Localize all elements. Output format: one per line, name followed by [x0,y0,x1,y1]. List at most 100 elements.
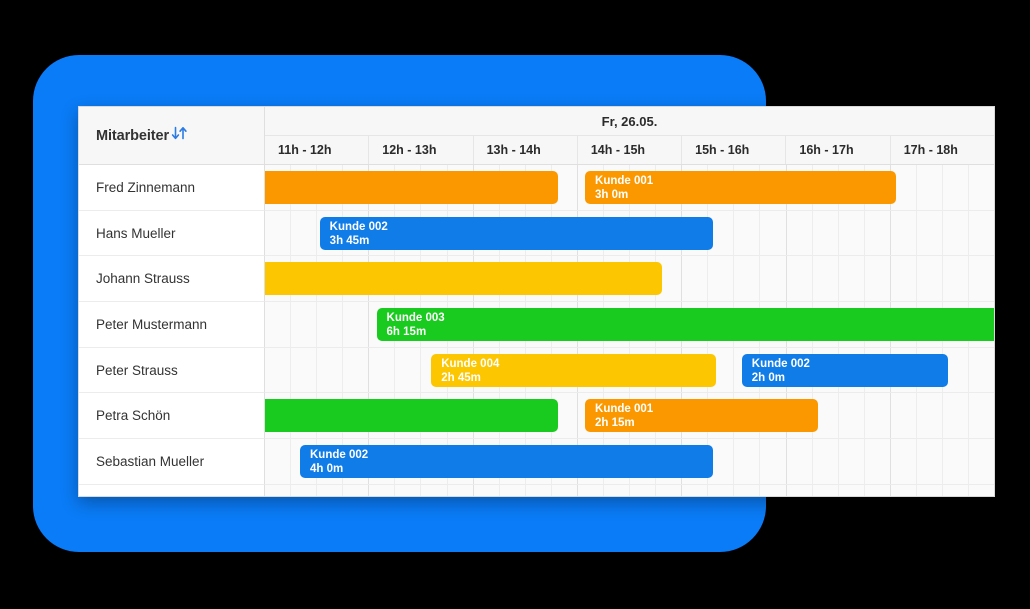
grid-cell [317,347,344,393]
grid-cell [969,165,994,210]
bar-customer-label: Kunde 004 [441,357,500,370]
grid-cell [891,393,917,439]
schedule-bar[interactable] [265,171,559,204]
grid-cell [865,439,891,484]
grid-cell [917,165,944,210]
grid-cell [265,347,292,393]
grid-cell [943,165,970,210]
employee-column-header[interactable]: Mitarbeiter [79,107,265,165]
grid-cell [969,348,994,393]
bar-customer-label: Kunde 002 [309,449,369,462]
bar-duration-label: 2h 45m [441,371,481,384]
grid-cell [421,484,448,496]
hour-header-cell: 16h - 17h [786,136,891,164]
employee-name-cell[interactable]: Petra Schön [79,393,265,440]
grid-cell [891,484,917,496]
grid-cell [734,439,761,484]
grid-cell [526,484,552,496]
grid-cell [448,484,474,496]
grid-cell [943,484,970,496]
grid-cell [265,210,292,256]
grid-cell [682,256,709,302]
grid-cell [265,484,292,496]
grid-cell [917,484,944,496]
grid-cell [891,256,917,302]
grid-cell [839,256,865,302]
timeline-track[interactable]: Kunde 001 3h 0m [265,165,994,211]
grid-cell [474,484,500,496]
grid-cell [395,484,422,496]
grid-cell [656,484,683,496]
grid-cell [787,484,813,496]
grid-cell [865,210,891,256]
grid-cell [969,256,994,301]
grid-cell [369,347,396,393]
grid-cell [787,210,813,256]
table-row: Johann Strauss [79,256,994,303]
employee-name-cell[interactable]: Sebastian Mueller [79,439,265,485]
grid-cell [943,256,970,302]
bar-customer-label: Kunde 001 [595,403,654,416]
grid-cell [708,484,735,496]
grid-cell [734,256,761,302]
grid-cell [395,347,422,393]
bar-customer-label: Kunde 002 [751,357,810,370]
schedule-bar[interactable] [265,262,663,296]
grid-cell [760,484,787,496]
grid-cell [369,484,396,496]
hour-header-cell: 13h - 14h [474,136,578,164]
employee-column-label: Mitarbeiter [96,127,170,144]
bar-customer-label: Kunde 001 [595,175,654,187]
bar-duration-label: 3h 0m [595,189,629,201]
employee-name-cell[interactable]: Fred Zinnemann [79,165,265,211]
employee-name-cell[interactable]: Johann Strauss [79,256,265,303]
bar-duration-label: 3h 45m [329,234,370,247]
schedule-bar[interactable] [265,399,559,433]
bar-duration-label: 4h 0m [309,463,344,476]
employee-name-cell[interactable]: Peter Mustermann [79,302,265,348]
grid-cell [891,439,917,484]
grid-cell [604,484,631,496]
grid-cell [839,210,865,256]
grid-cell [343,484,370,496]
date-header: Fr, 26.05. [265,107,994,136]
grid-cell [760,439,787,484]
grid-cell [734,210,761,256]
hour-header-cell: 12h - 13h [369,136,474,164]
grid-cell [291,484,318,496]
grid-cell [813,484,839,496]
grid-cell [865,393,891,439]
employee-name-cell[interactable]: Hans Mueller [79,210,265,257]
sort-updown-icon[interactable] [170,125,190,146]
grid-cell [291,347,318,393]
grid-cell [943,439,970,484]
grid-cell [943,210,970,256]
employee-name-cell[interactable]: Peter Strauss [79,347,265,394]
grid-cell [578,484,605,496]
schedule-bar[interactable]: Kunde 001 3h 0m [585,171,896,204]
filler-track [265,484,994,496]
grid-cell [787,256,813,302]
grid-cell [969,439,994,484]
hour-header-cell: 11h - 12h [265,136,370,164]
timeline-track[interactable] [265,256,994,303]
grid-cell [839,484,865,496]
grid-cell [969,393,994,438]
